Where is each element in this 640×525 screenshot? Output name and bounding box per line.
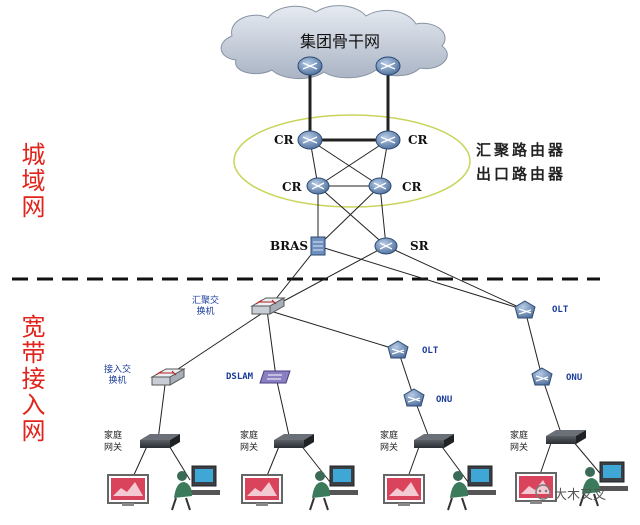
home-gateway-label-1-line2: 网关: [104, 443, 123, 453]
sr-router-icon: [374, 237, 398, 255]
onu-icon-right: [531, 367, 553, 386]
access-switch-icon: [150, 368, 186, 386]
home-gateway-label-1-line1: 家庭: [104, 431, 123, 441]
cr-router-top-right: [375, 130, 401, 150]
home-gateway-label-2-line1: 家庭: [240, 431, 259, 441]
tv-icon-4: [515, 472, 557, 504]
access-switch-label: 接入交 换机: [104, 365, 131, 387]
pc-user-icon-4: [579, 461, 628, 507]
onu-icon-middle: [403, 388, 425, 407]
home-gateway-label-4-line2: 网关: [510, 443, 529, 453]
sr-label: SR: [410, 239, 429, 253]
pc-user-icon-3: [447, 465, 496, 511]
cr-router-bottom-left: [306, 177, 330, 195]
home-gateway-label-2-line2: 网关: [240, 443, 259, 453]
aggregation-switch-label-line2: 换机: [196, 307, 215, 317]
home-gateway-label-3-line2: 网关: [380, 443, 399, 453]
home-gateway-label-4-line1: 家庭: [510, 431, 529, 441]
home-gateway-icon-2: [274, 434, 314, 448]
cr-label-bottom-right: CR: [402, 180, 422, 194]
watermark-text: 大木叉叉: [554, 488, 607, 503]
cr-label-top-left: CR: [274, 133, 294, 147]
network-links: [127, 66, 605, 489]
dslam-device-icon: [259, 370, 291, 384]
olt-label-right: OLT: [552, 305, 569, 315]
home-gateway-icon-1: [140, 434, 180, 448]
home-gateway-icon-4: [546, 430, 586, 444]
cr-label-top-right: CR: [408, 133, 428, 147]
tv-icon-1: [107, 474, 149, 506]
home-gateway-icon-3: [414, 434, 454, 448]
aggregation-switch-label: 汇聚交 换机: [192, 296, 219, 318]
home-gateway-label-4: 家庭 网关: [510, 430, 528, 454]
pc-user-icon-2: [309, 465, 358, 511]
olt-icon-right: [514, 300, 536, 319]
aggregation-switch-label-line1: 汇聚交: [192, 296, 220, 306]
cr-router-bottom-right: [368, 177, 392, 195]
access-switch-label-line1: 接入交: [104, 365, 132, 375]
aggregation-highlight-ellipse: [233, 114, 471, 208]
access-switch-label-line2: 换机: [108, 376, 127, 386]
cloud-label: 集团骨干网: [300, 32, 381, 51]
pc-user-icon-1: [171, 465, 220, 511]
aggregation-note-line1: 汇聚路由器: [476, 141, 567, 159]
broadband-access-label: 宽带接入网: [17, 314, 45, 444]
home-gateway-label-3: 家庭 网关: [380, 430, 398, 454]
olt-icon-middle: [387, 340, 409, 359]
bras-device-icon: [310, 236, 326, 256]
onu-label-right: ONU: [566, 373, 583, 383]
backbone-router-right: [375, 56, 401, 76]
tv-icon-3: [383, 474, 425, 506]
home-gateway-label-1: 家庭 网关: [104, 430, 122, 454]
tv-icon-2: [241, 474, 283, 506]
bras-label: BRAS: [270, 239, 309, 253]
dslam-label: DSLAM: [226, 372, 254, 382]
metro-network-label: 城域网: [17, 142, 45, 220]
aggregation-switch-icon: [250, 297, 286, 315]
onu-label-middle: ONU: [436, 395, 453, 405]
backbone-router-left: [297, 56, 323, 76]
cr-router-top-left: [297, 130, 323, 150]
home-gateway-label-2: 家庭 网关: [240, 430, 258, 454]
cr-label-bottom-left: CR: [282, 180, 302, 194]
watermark-logo-icon: [535, 484, 551, 500]
olt-label-middle: OLT: [422, 346, 439, 356]
home-gateway-label-3-line1: 家庭: [380, 431, 399, 441]
aggregation-note-line2: 出口路由器: [476, 165, 567, 183]
